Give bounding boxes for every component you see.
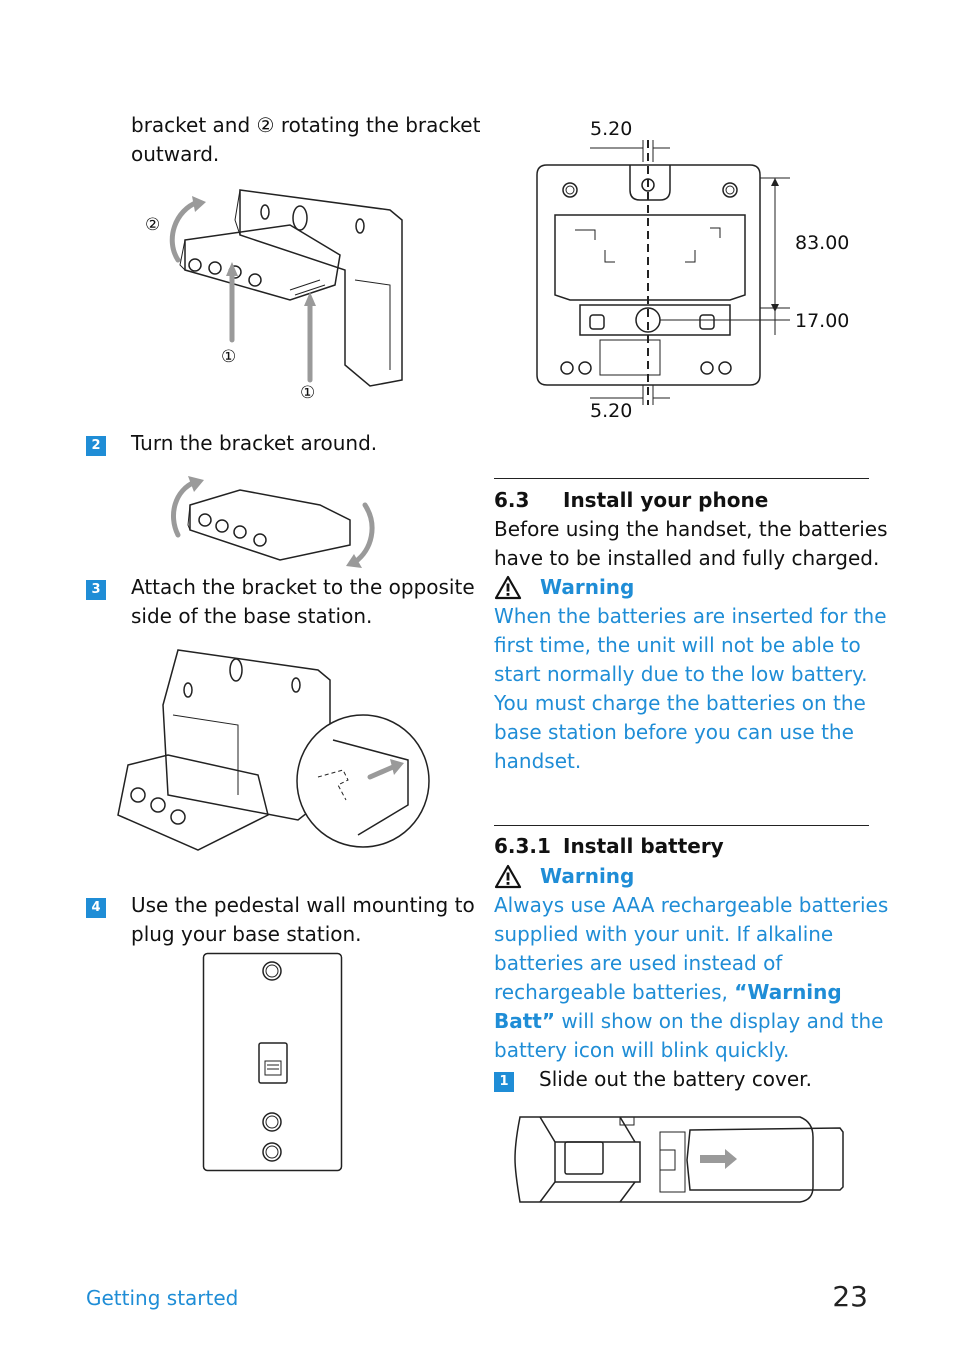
bracket-attach-illustration <box>117 649 430 851</box>
section-6-3-number: 6.3 <box>494 488 530 512</box>
warning-icon <box>494 575 522 600</box>
warning-6-3-line-3: start normally due to the low battery. <box>494 662 868 686</box>
warning-label-6-3: Warning <box>540 575 635 599</box>
warning-6-3-1-line-3: batteries are used instead of <box>494 951 783 975</box>
intro-line-1: bracket and ② rotating the bracket <box>131 113 481 137</box>
fig1-label-rotate: ② <box>145 215 161 235</box>
warning-6-3-line-1: When the batteries are inserted for the <box>494 604 887 628</box>
section-6-3-1-title: Install battery <box>563 834 724 858</box>
section-6-3-title: Install your phone <box>563 488 769 512</box>
warning-6-3-line-4: You must charge the batteries on the <box>494 691 866 715</box>
section-6-3-1-number: 6.3.1 <box>494 834 551 858</box>
warning-batt-message-part-1: “Warning <box>734 980 842 1004</box>
warning-icon <box>494 864 522 889</box>
section-6-3-body-1: Before using the handset, the batteries <box>494 517 888 541</box>
warning-6-3-1-line-4: rechargeable batteries, “Warning <box>494 978 842 1007</box>
step-number-2: 2 <box>86 436 106 456</box>
wall-plate-illustration <box>202 952 343 1172</box>
bracket-turn-illustration <box>171 476 375 568</box>
dimension-right-upper: 83.00 <box>795 232 850 254</box>
warning-6-3-1-line-5: Batt” will show on the display and the <box>494 1007 883 1036</box>
warning-line-4-text: rechargeable batteries, <box>494 980 735 1004</box>
fig1-label-press-a: ① <box>221 347 237 367</box>
fig1-label-press-b: ① <box>300 383 316 403</box>
step-4-line-2: plug your base station. <box>131 922 362 946</box>
warning-6-3-1-line-6: battery icon will blink quickly. <box>494 1038 790 1062</box>
intro-line-2: outward. <box>131 142 220 166</box>
warning-6-3-line-5: base station before you can use the <box>494 720 854 744</box>
page-number: 23 <box>832 1280 868 1313</box>
step-number-4: 4 <box>86 898 106 918</box>
warning-6-3-1-line-1: Always use AAA rechargeable batteries <box>494 893 889 917</box>
section-6-3-body-2: have to be installed and fully charged. <box>494 546 880 570</box>
footer-section-name: Getting started <box>86 1286 239 1310</box>
warning-batt-message-part-2: Batt” <box>494 1009 556 1033</box>
warning-6-3-line-6: handset. <box>494 749 582 773</box>
step-3-line-2: side of the base station. <box>131 604 373 628</box>
step-1-text: Slide out the battery cover. <box>539 1067 812 1091</box>
dimension-top: 5.20 <box>590 118 633 140</box>
dimension-right-lower: 17.00 <box>795 310 850 332</box>
warning-label-6-3-1: Warning <box>540 864 635 888</box>
step-3-line-1: Attach the bracket to the opposite <box>131 575 475 599</box>
warning-line-5-text: will show on the display and the <box>555 1009 884 1033</box>
battery-cover-illustration <box>514 1116 844 1203</box>
section-6-3-1-rule <box>494 825 869 826</box>
section-6-3-rule <box>494 478 869 479</box>
warning-6-3-line-2: first time, the unit will not be able to <box>494 633 861 657</box>
step-number-3: 3 <box>86 580 106 600</box>
step-2-text: Turn the bracket around. <box>131 431 378 455</box>
dimension-bottom: 5.20 <box>590 400 633 422</box>
step-4-line-1: Use the pedestal wall mounting to <box>131 893 475 917</box>
step-number-1: 1 <box>494 1072 514 1092</box>
warning-6-3-1-line-2: supplied with your unit. If alkaline <box>494 922 834 946</box>
bracket-rotate-illustration <box>169 189 403 387</box>
base-dimension-drawing <box>536 140 790 405</box>
